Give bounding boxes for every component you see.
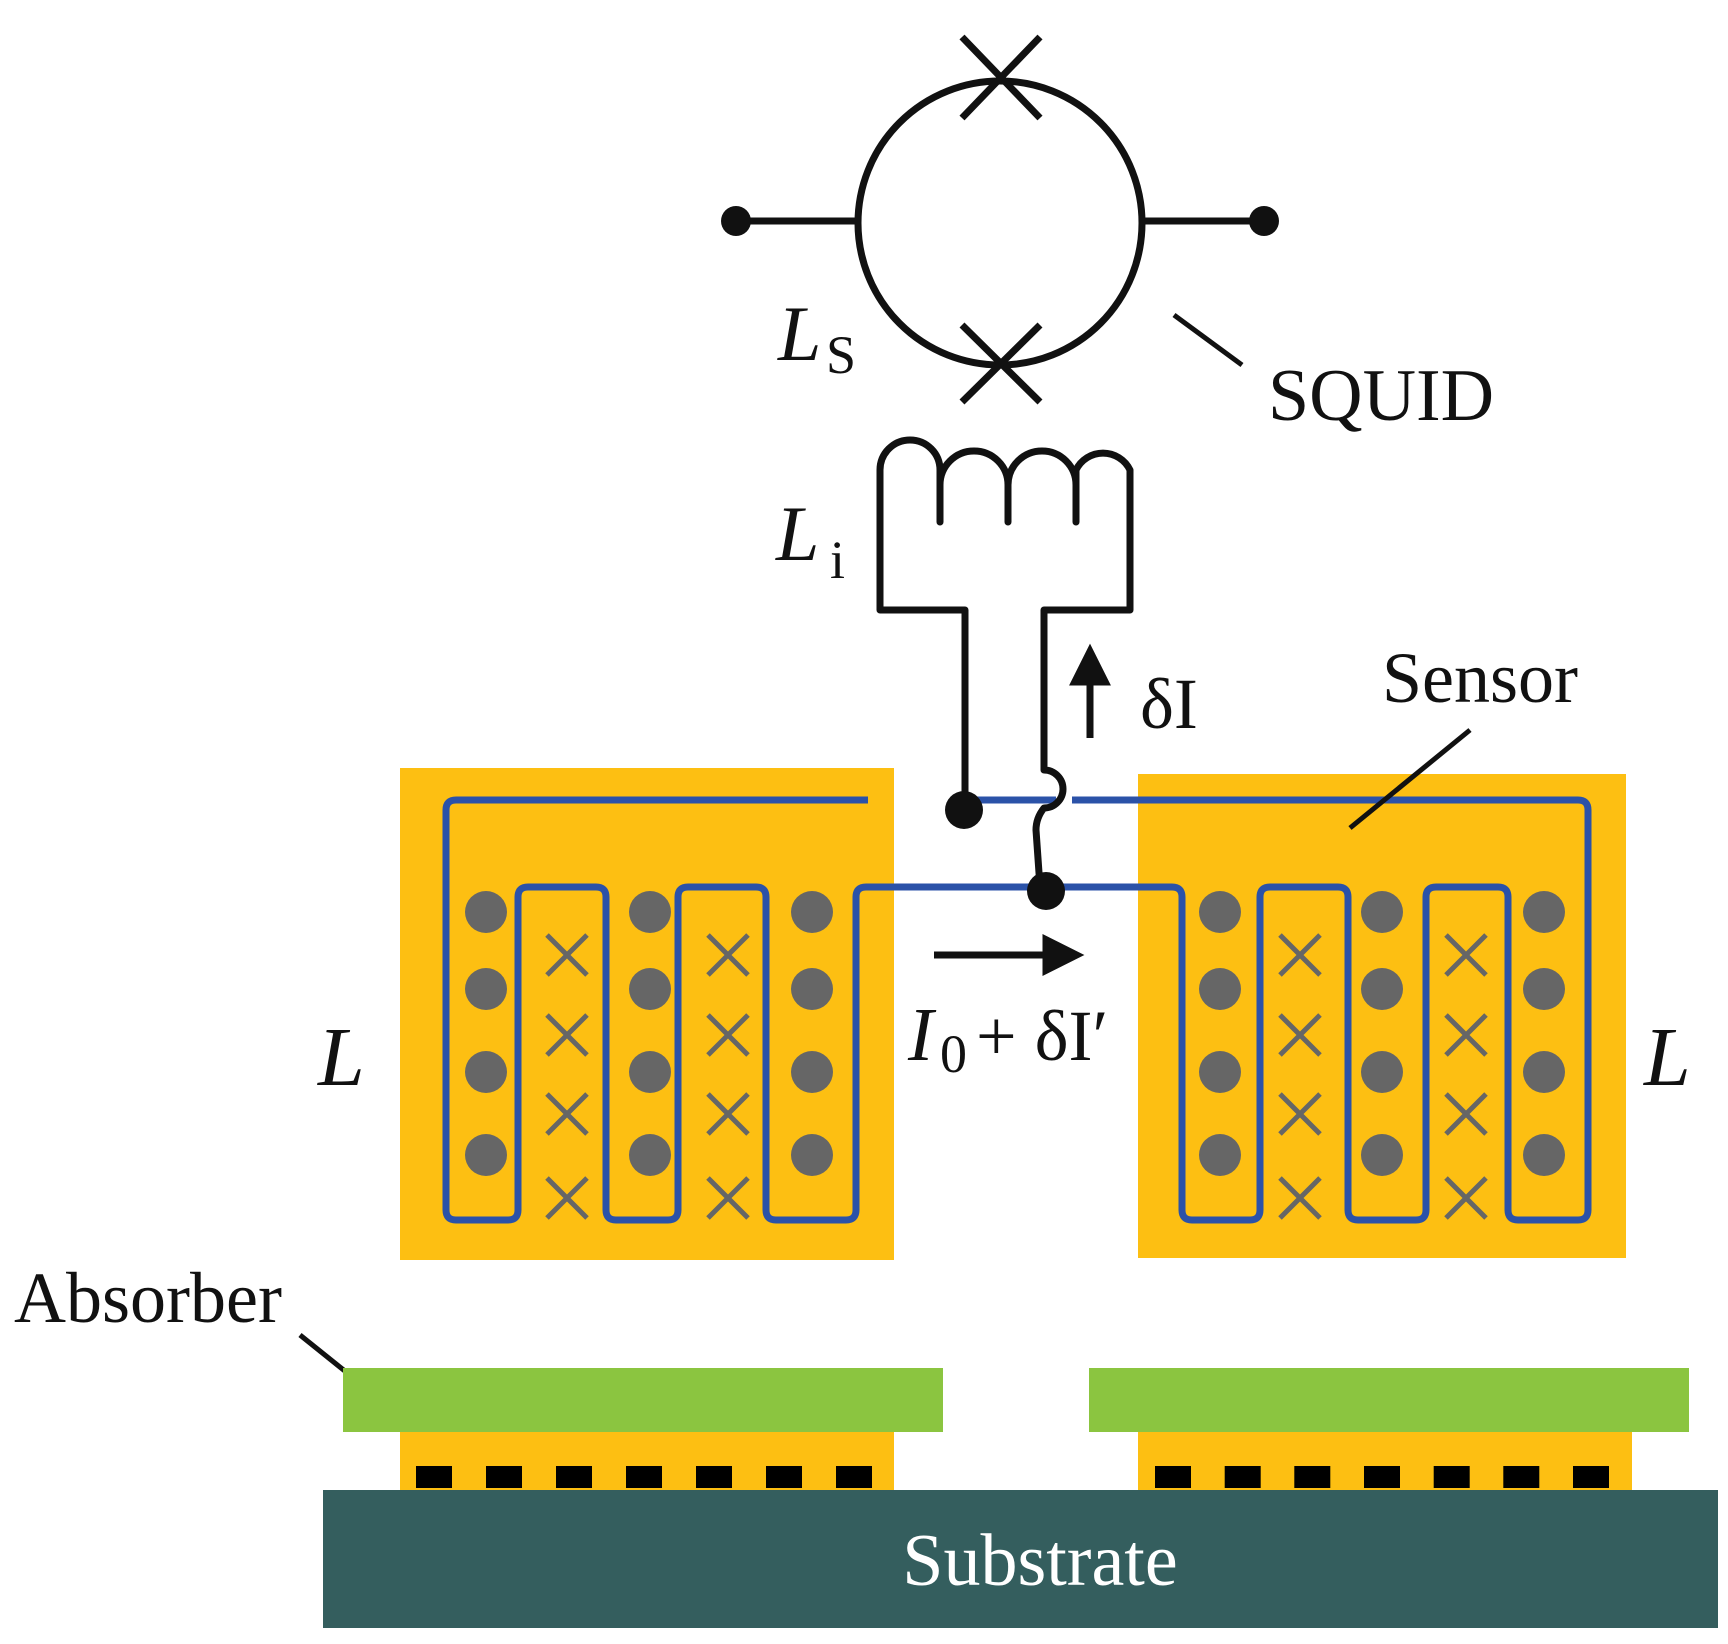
squid-terminal-right (1249, 206, 1279, 236)
absorber-label: Absorber (14, 1258, 282, 1338)
input-inductance-label: L (775, 490, 819, 577)
flux-out-dot (1361, 968, 1403, 1010)
junction-node-top (945, 791, 983, 829)
flux-out-dot (1361, 1051, 1403, 1093)
flux-in-cross (545, 1092, 589, 1136)
inductance-label-left: L (317, 1011, 365, 1104)
flux-in-cross (1444, 1092, 1488, 1136)
substrate (323, 1490, 1718, 1628)
sensor-label: Sensor (1382, 638, 1578, 718)
contact-pad (1224, 1466, 1261, 1488)
flux-out-dot (791, 891, 833, 933)
flux-out-dot (629, 968, 671, 1010)
flux-in-cross (1278, 1013, 1322, 1057)
flux-out-dot (629, 891, 671, 933)
delta-i-label: δI (1140, 664, 1198, 744)
squid-inductance-label: L (777, 290, 821, 377)
input-inductance-subscript: i (830, 530, 845, 590)
flux-in-cross (1444, 1013, 1488, 1057)
squid-label: SQUID (1268, 355, 1494, 437)
flux-out-dot (1199, 891, 1241, 933)
josephson-junction-top (959, 34, 1043, 121)
flux-out-dot (1361, 1134, 1403, 1176)
flux-out-dot (629, 1134, 671, 1176)
meander-coil-left (442, 796, 1040, 1224)
contact-pad (836, 1466, 872, 1488)
bias-current-subscript: 0 (940, 1024, 967, 1084)
contact-pad (1433, 1466, 1470, 1488)
flux-in-cross (1278, 1176, 1322, 1220)
flux-in-cross (1444, 933, 1488, 977)
flux-out-dot (1199, 968, 1241, 1010)
flux-out-dot (1199, 1051, 1241, 1093)
flux-in-cross (1444, 1176, 1488, 1220)
contact-pad (1155, 1466, 1191, 1488)
absorber-left (343, 1368, 943, 1432)
absorber-right (1089, 1368, 1689, 1432)
squid-leader (1172, 312, 1244, 368)
flux-out-dot (791, 1051, 833, 1093)
sensor-right (1138, 774, 1626, 1258)
flux-out-dot (465, 1051, 507, 1093)
meander-coil-right (1040, 796, 1592, 1224)
substrate-label: Substrate (902, 1520, 1177, 1602)
contact-pad (556, 1466, 592, 1488)
sensor-left (400, 768, 894, 1260)
squid-inductance-subscript: S (826, 325, 856, 385)
contact-pad (416, 1466, 452, 1488)
flux-out-dot (1199, 1134, 1241, 1176)
flux-out-dot (465, 891, 507, 933)
flux-in-cross (545, 933, 589, 977)
sensor-leader (1348, 728, 1472, 830)
contact-pad (766, 1466, 802, 1488)
contact-pad (626, 1466, 662, 1488)
flux-out-dot (465, 968, 507, 1010)
contact-pad (486, 1466, 522, 1488)
flux-out-dot (1361, 891, 1403, 933)
bias-current-label: I (907, 993, 937, 1077)
flux-out-dot (1523, 968, 1565, 1010)
flux-in-cross (706, 933, 750, 977)
flux-out-dot (629, 1051, 671, 1093)
flux-out-dot (1523, 1134, 1565, 1176)
flux-out-dot (791, 1134, 833, 1176)
contact-pads (416, 1466, 1609, 1488)
contact-pad (1573, 1466, 1609, 1488)
contact-pad (696, 1466, 732, 1488)
flux-out-dot (1523, 1051, 1565, 1093)
flux-in-cross (1278, 1092, 1322, 1136)
flux-in-cross (706, 1013, 750, 1057)
junction-node-bottom (1027, 872, 1065, 910)
bias-current-delta: + δI′ (976, 996, 1108, 1076)
flux-out-dot (465, 1134, 507, 1176)
contact-pad (1364, 1466, 1400, 1488)
flux-in-cross (1278, 933, 1322, 977)
input-coil (876, 436, 1134, 888)
flux-in-cross (545, 1176, 589, 1220)
flux-markers (465, 891, 1565, 1220)
squid-terminal-left (721, 206, 751, 236)
josephson-junction-bottom (959, 322, 1043, 405)
contact-pad (1294, 1466, 1331, 1488)
flux-out-dot (791, 968, 833, 1010)
inductance-label-right: L (1643, 1011, 1691, 1104)
flux-in-cross (706, 1092, 750, 1136)
contact-pad (1503, 1466, 1540, 1488)
flux-in-cross (545, 1013, 589, 1057)
flux-in-cross (706, 1176, 750, 1220)
squid-loop (854, 77, 1146, 369)
flux-out-dot (1523, 891, 1565, 933)
